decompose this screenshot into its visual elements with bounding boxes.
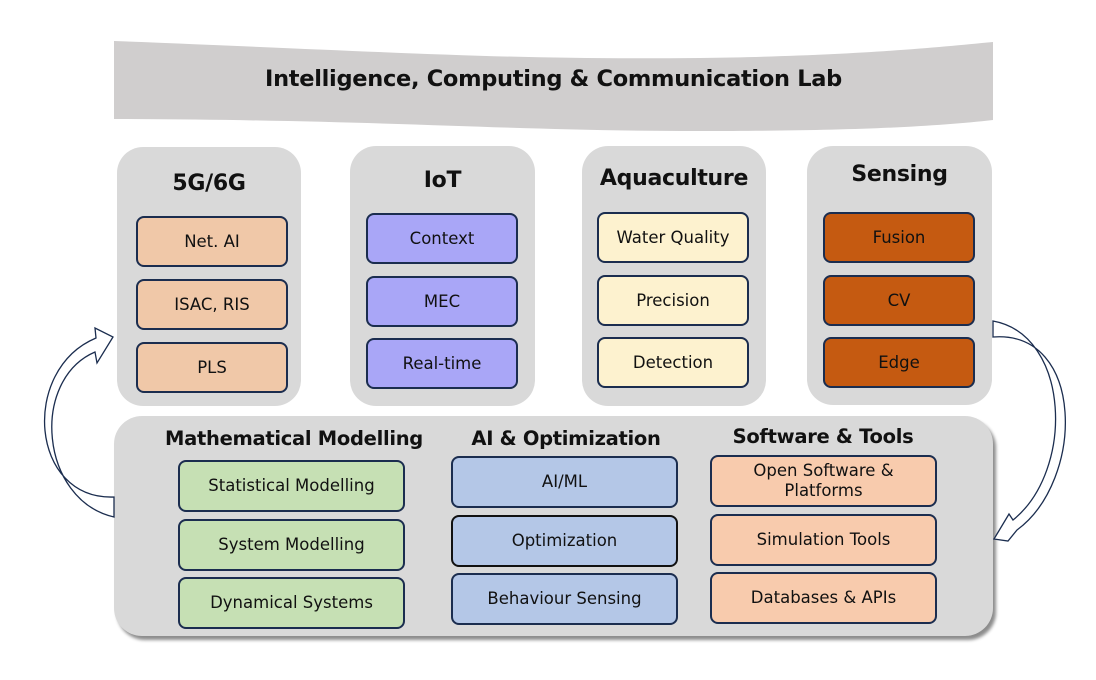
lab-title: Intelligence, Computing & Communication … (265, 66, 842, 92)
panel-title: 5G/6G (172, 171, 246, 196)
foundation-panel: Mathematical Modelling Statistical Model… (114, 416, 993, 636)
panel-title: Aquaculture (599, 166, 749, 191)
item-optimization: Optimization (451, 515, 678, 567)
item-real-time: Real-time (366, 338, 518, 389)
item-statistical-modelling: Statistical Modelling (178, 460, 405, 512)
title-banner (114, 41, 993, 131)
panel-iot: IoT Context MEC Real-time (350, 146, 535, 406)
left-curved-arrow-icon (43, 326, 115, 518)
item-fusion: Fusion (823, 212, 975, 263)
panel-sensing: Sensing Fusion CV Edge (807, 146, 992, 405)
item-mec: MEC (366, 276, 518, 327)
banner-wave-shape (114, 41, 993, 131)
item-precision: Precision (597, 275, 749, 326)
item-pls: PLS (136, 342, 288, 393)
item-system-modelling: System Modelling (178, 519, 405, 571)
item-context: Context (366, 213, 518, 264)
item-detection: Detection (597, 337, 749, 388)
item-cv: CV (823, 275, 975, 326)
item-water-quality: Water Quality (597, 212, 749, 263)
item-dynamical-systems: Dynamical Systems (178, 577, 405, 629)
item-edge: Edge (823, 337, 975, 388)
item-simulation-tools: Simulation Tools (710, 514, 937, 566)
panel-title: Sensing (851, 162, 948, 187)
right-curved-arrow-icon (992, 320, 1066, 542)
panel-5g6g: 5G/6G Net. AI ISAC, RIS PLS (117, 147, 301, 406)
item-net-ai: Net. AI (136, 216, 288, 267)
item-isac-ris: ISAC, RIS (136, 279, 288, 330)
panel-title: IoT (423, 168, 462, 193)
panel-aquaculture: Aquaculture Water Quality Precision Dete… (582, 146, 766, 406)
item-open-software-platforms: Open Software & Platforms (710, 455, 937, 507)
item-databases-apis: Databases & APIs (710, 572, 937, 624)
section-title-ai: AI & Optimization (471, 427, 661, 450)
item-ai-ml: AI/ML (451, 456, 678, 508)
item-behaviour-sensing: Behaviour Sensing (451, 573, 678, 625)
section-title-software: Software & Tools (732, 425, 914, 448)
section-title-math: Mathematical Modelling (165, 427, 423, 450)
